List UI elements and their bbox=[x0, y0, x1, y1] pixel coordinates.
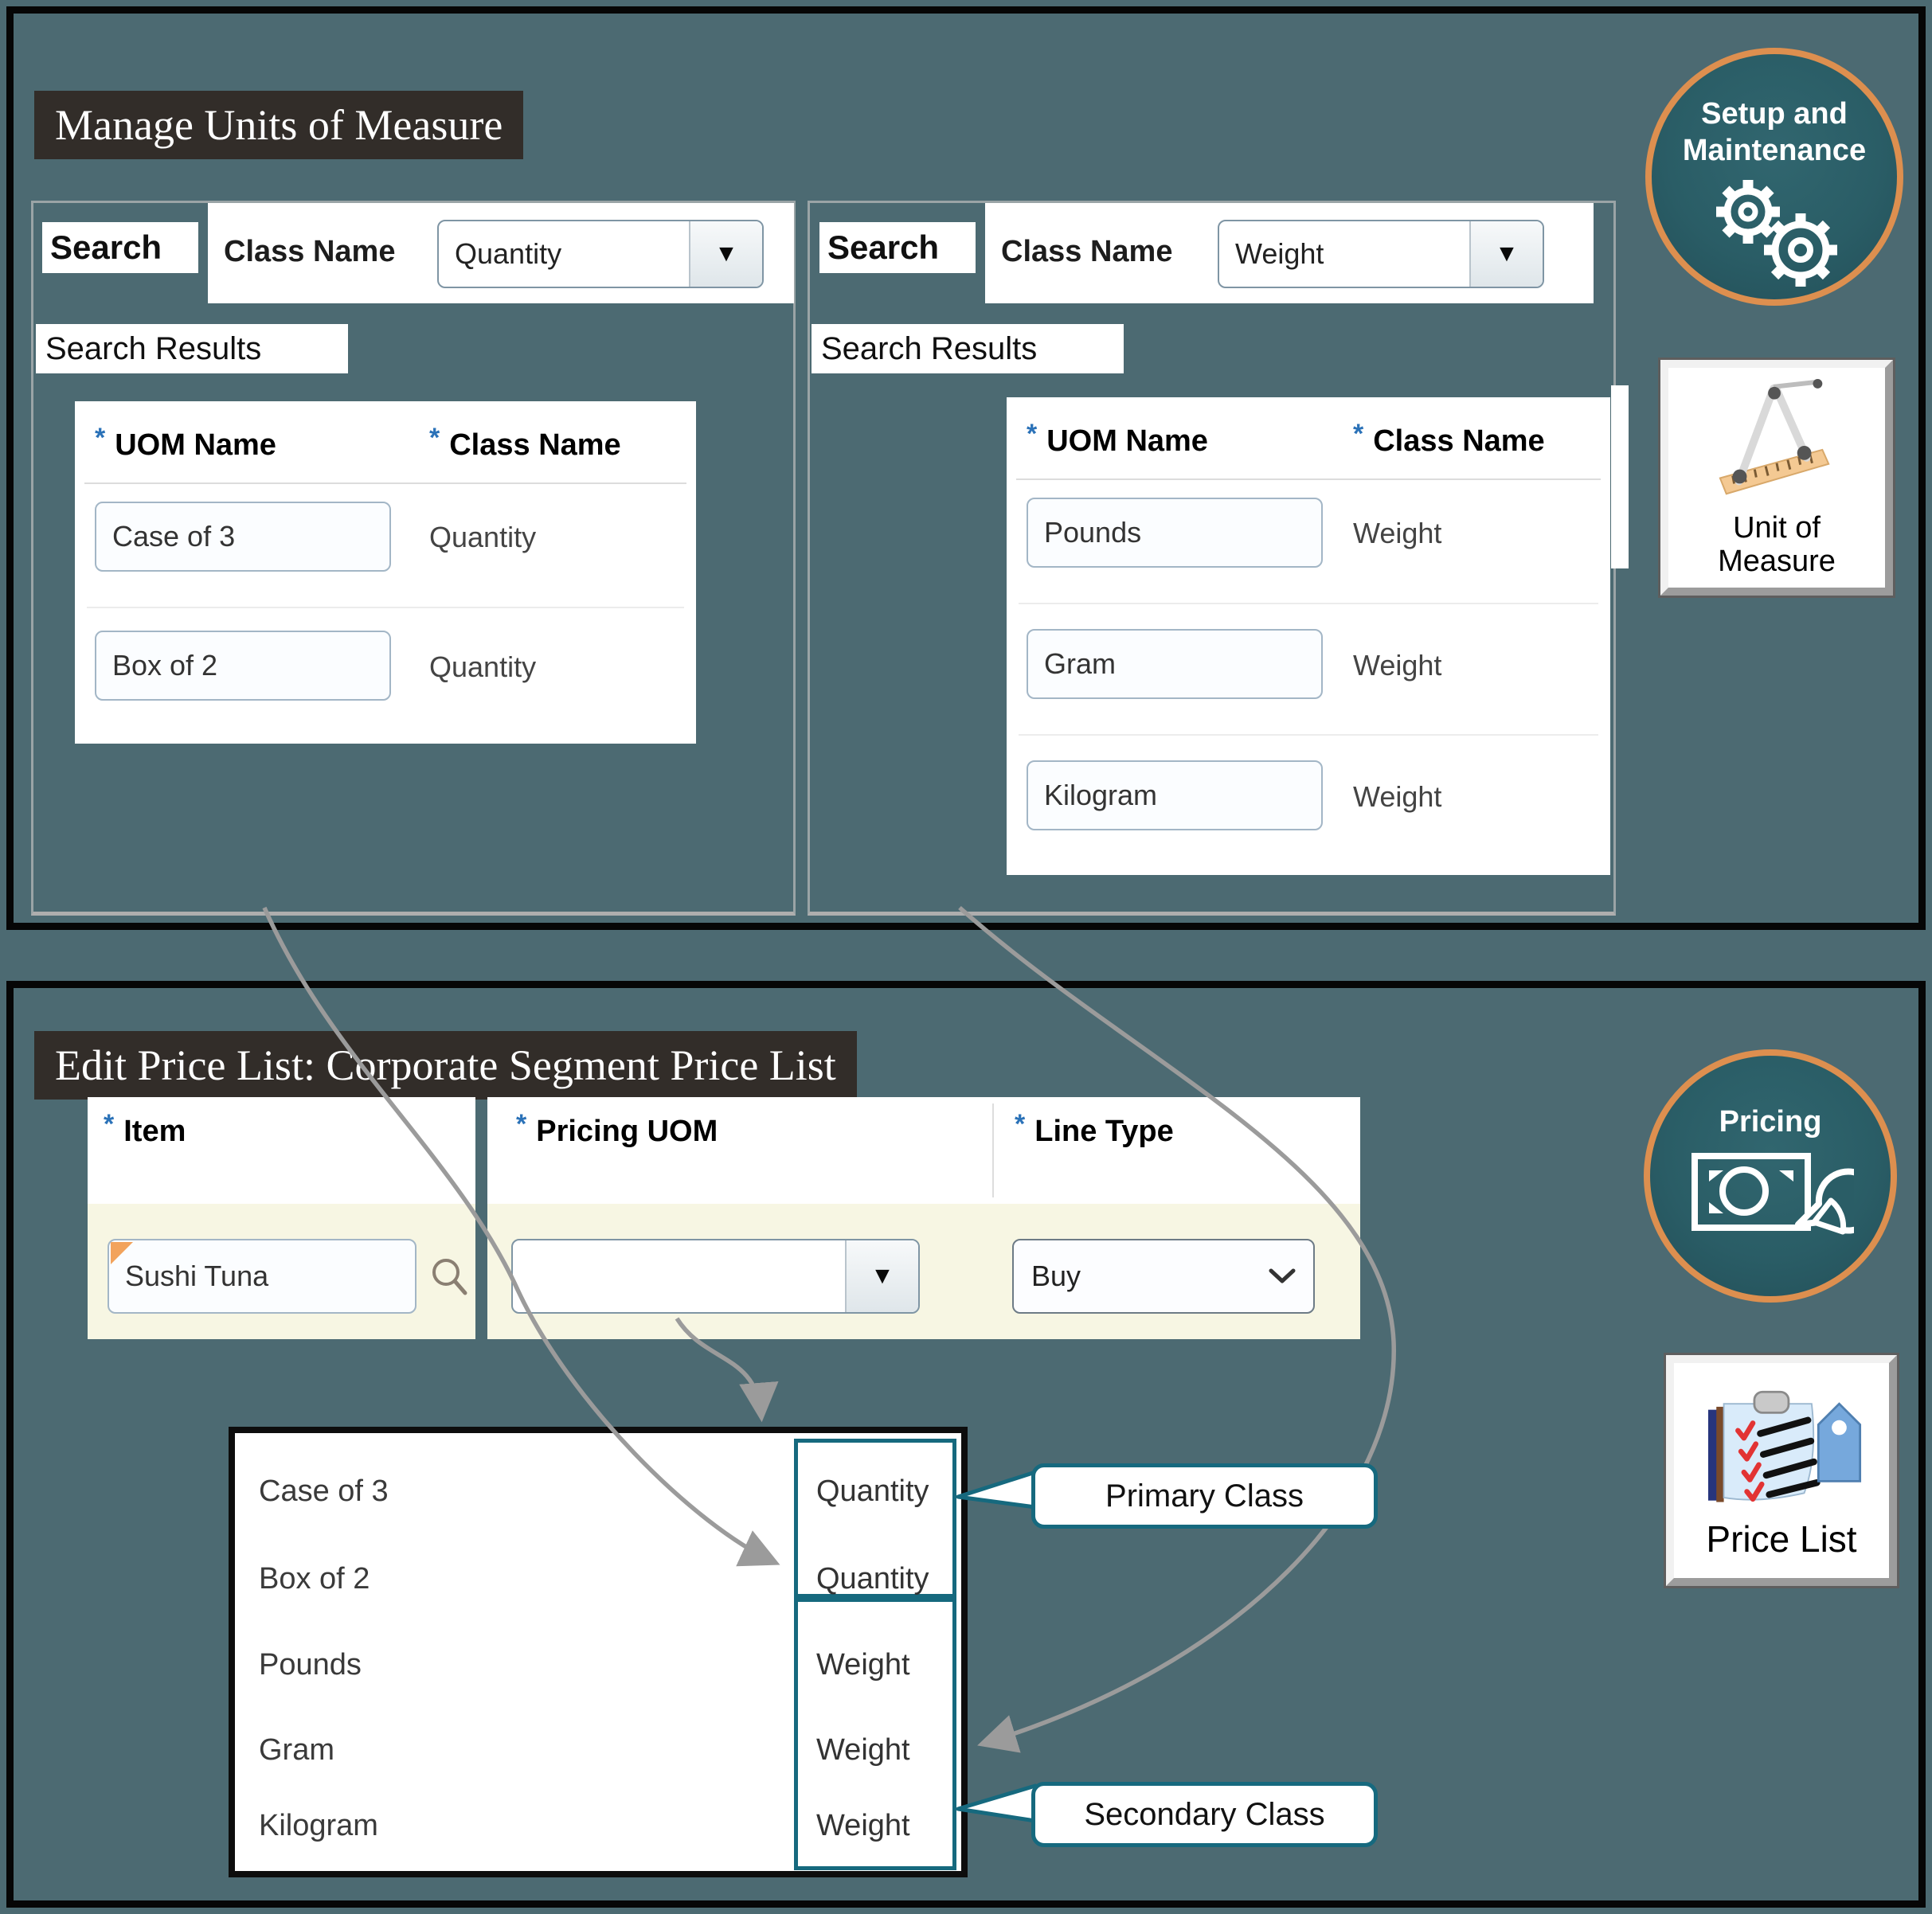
list-item[interactable]: Gram bbox=[259, 1733, 334, 1767]
primary-class-callout: Primary Class bbox=[1031, 1463, 1378, 1529]
column-header-uom-name: *UOM Name bbox=[1027, 419, 1208, 458]
pricing-uom-option-list: Case of 3 Box of 2 Pounds Gram Kilogram … bbox=[229, 1427, 968, 1877]
class-cell: Quantity bbox=[429, 521, 537, 553]
list-item[interactable]: Case of 3 bbox=[259, 1475, 389, 1508]
dropdown-arrow-icon[interactable]: ▼ bbox=[1469, 221, 1543, 287]
price-list-icon bbox=[1707, 1390, 1861, 1502]
required-asterisk: * bbox=[1015, 1109, 1026, 1139]
gears-icon bbox=[1716, 180, 1837, 287]
class-cell: Weight bbox=[1353, 517, 1442, 549]
class-name-label: Class Name bbox=[1001, 235, 1173, 268]
search-section-label: Search bbox=[42, 222, 198, 273]
uom-name-input[interactable]: Box of 2 bbox=[95, 631, 391, 701]
primary-class-group-box bbox=[794, 1439, 956, 1598]
column-header-uom-name: *UOM Name bbox=[95, 423, 276, 462]
class-name-value: Quantity bbox=[455, 237, 562, 270]
uom-name-input[interactable]: Kilogram bbox=[1027, 760, 1323, 830]
price-list-tile[interactable]: Price List bbox=[1664, 1353, 1899, 1588]
class-name-dropdown-weight[interactable]: Weight ▼ bbox=[1218, 220, 1544, 288]
search-results-label: Search Results bbox=[36, 324, 348, 373]
list-item[interactable]: Pounds bbox=[259, 1648, 362, 1682]
uom-name-input[interactable]: Pounds bbox=[1027, 498, 1323, 568]
required-asterisk: * bbox=[516, 1109, 527, 1139]
class-name-label: Class Name bbox=[224, 235, 396, 268]
uom-name-input[interactable]: Gram bbox=[1027, 629, 1323, 699]
secondary-class-group-box bbox=[794, 1598, 956, 1870]
column-header-class-name: *Class Name bbox=[429, 423, 621, 462]
row-divider bbox=[1019, 734, 1598, 736]
list-item-class: Weight bbox=[816, 1648, 910, 1682]
manage-uom-title: Manage Units of Measure bbox=[34, 91, 524, 159]
results-table-weight: *UOM Name *Class Name Pounds Weight Gram… bbox=[1007, 397, 1610, 875]
required-asterisk: * bbox=[95, 423, 106, 453]
caliper-ruler-icon bbox=[1719, 378, 1830, 495]
list-item-class: Quantity bbox=[816, 1475, 929, 1508]
line-type-column-header: *Line Type bbox=[1015, 1109, 1174, 1148]
changed-indicator-icon bbox=[111, 1242, 133, 1264]
list-item-class: Weight bbox=[816, 1809, 910, 1842]
manage-uom-section: Manage Units of Measure Search Class Nam… bbox=[6, 6, 1926, 930]
search-section-label: Search bbox=[819, 222, 976, 273]
dropdown-arrow-icon[interactable]: ▼ bbox=[689, 221, 762, 287]
list-item[interactable]: Box of 2 bbox=[259, 1562, 370, 1596]
required-asterisk: * bbox=[429, 423, 440, 453]
pricing-uom-dropdown[interactable]: ▼ bbox=[511, 1239, 920, 1314]
item-column-header: *Item bbox=[104, 1109, 186, 1148]
required-asterisk: * bbox=[104, 1109, 115, 1139]
class-cell: Quantity bbox=[429, 650, 537, 683]
scrollbar[interactable] bbox=[1611, 385, 1629, 568]
dropdown-arrow-icon[interactable]: ▼ bbox=[845, 1240, 918, 1312]
column-divider bbox=[992, 1103, 994, 1197]
badge-title: Pricing bbox=[1719, 1105, 1822, 1139]
list-item-class: Weight bbox=[816, 1733, 910, 1767]
uom-name-input[interactable]: Case of 3 bbox=[95, 502, 391, 572]
required-asterisk: * bbox=[1353, 419, 1364, 449]
money-pie-icon bbox=[1691, 1153, 1881, 1235]
line-type-select[interactable]: Buy bbox=[1012, 1239, 1315, 1314]
price-list-uom-linetype-columns: *Pricing UOM *Line Type ▼ Buy bbox=[487, 1097, 1360, 1339]
header-divider bbox=[1016, 478, 1601, 480]
item-input[interactable]: Sushi Tuna bbox=[108, 1239, 417, 1314]
required-asterisk: * bbox=[1027, 419, 1038, 449]
pricing-badge[interactable]: Pricing bbox=[1644, 1049, 1897, 1303]
class-name-value: Weight bbox=[1235, 237, 1324, 270]
secondary-class-callout: Secondary Class bbox=[1031, 1782, 1378, 1847]
list-item[interactable]: Kilogram bbox=[259, 1809, 378, 1842]
row-divider bbox=[87, 607, 684, 608]
class-name-dropdown-quantity[interactable]: Quantity ▼ bbox=[437, 220, 764, 288]
tile-label: Price List bbox=[1706, 1518, 1857, 1560]
chevron-down-icon bbox=[1269, 1268, 1296, 1283]
pricing-uom-value bbox=[513, 1240, 845, 1312]
list-item-class: Quantity bbox=[816, 1562, 929, 1596]
price-list-item-column: *Item Sushi Tuna bbox=[88, 1097, 475, 1339]
column-header-class-name: *Class Name bbox=[1353, 419, 1545, 458]
pricing-uom-column-header: *Pricing UOM bbox=[516, 1109, 718, 1148]
class-cell: Weight bbox=[1353, 780, 1442, 813]
edit-price-list-title: Edit Price List: Corporate Segment Price… bbox=[34, 1031, 857, 1100]
search-icon[interactable] bbox=[427, 1255, 471, 1299]
header-divider bbox=[84, 482, 686, 484]
results-table-quantity: *UOM Name *Class Name Case of 3 Quantity… bbox=[75, 401, 696, 744]
search-results-label: Search Results bbox=[812, 324, 1124, 373]
line-type-value: Buy bbox=[1031, 1260, 1081, 1292]
row-divider bbox=[1019, 603, 1598, 604]
class-cell: Weight bbox=[1353, 649, 1442, 682]
